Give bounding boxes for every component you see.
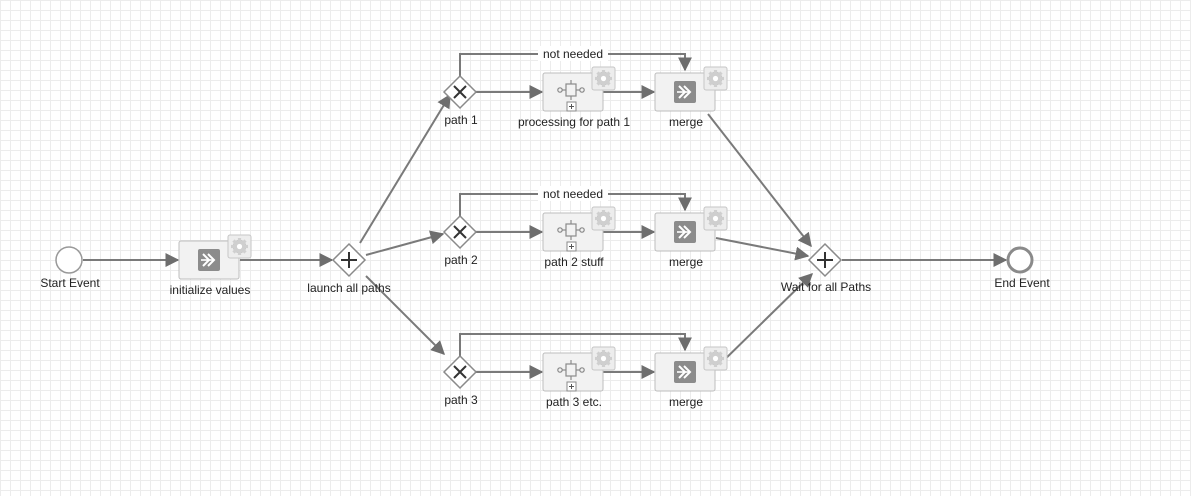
parallel-plus-icon xyxy=(341,252,357,268)
gateway-path-3[interactable]: path 3 xyxy=(442,354,478,407)
script-task-icon xyxy=(673,360,697,384)
gear-icon[interactable] xyxy=(706,349,725,368)
task-merge-2[interactable]: merge xyxy=(654,206,728,269)
parallel-plus-icon xyxy=(817,252,833,268)
flow-merge2-to-join[interactable] xyxy=(715,237,810,261)
subprocess-label: path 2 stuff xyxy=(544,255,604,269)
task-label: merge xyxy=(669,255,703,269)
end-event-circle-icon xyxy=(1006,246,1034,274)
gateway-label: Wait for all Paths xyxy=(781,280,871,294)
script-task-icon xyxy=(673,220,697,244)
gear-icon[interactable] xyxy=(594,209,613,228)
start-event-label: Start Event xyxy=(40,276,100,290)
task-merge-1[interactable]: merge xyxy=(654,66,728,129)
gateway-label: path 3 xyxy=(444,393,478,407)
script-task-icon xyxy=(197,248,221,272)
gateway-wait-for-all-paths[interactable]: Wait for all Paths xyxy=(781,242,871,294)
gear-icon[interactable] xyxy=(230,237,249,256)
gateway-path-2[interactable]: path 2 xyxy=(442,214,478,267)
start-event[interactable]: Start Event xyxy=(40,246,100,290)
task-merge-3[interactable]: merge xyxy=(654,346,728,409)
svg-text:not needed: not needed xyxy=(543,187,603,201)
exclusive-x-icon xyxy=(453,225,467,239)
gateway-label: launch all paths xyxy=(307,281,390,295)
gateway-launch-all-paths[interactable]: launch all paths xyxy=(307,242,391,295)
flow-merge3-to-join[interactable] xyxy=(715,273,814,369)
task-label: initialize values xyxy=(170,283,251,297)
script-task-icon xyxy=(673,80,697,104)
gear-icon[interactable] xyxy=(706,209,725,228)
bypass-label-path2: not needed xyxy=(538,186,608,201)
subprocess-label: path 3 etc. xyxy=(546,395,602,409)
flow-split-to-path2[interactable] xyxy=(365,230,445,256)
subprocess-path-3[interactable]: path 3 etc. xyxy=(542,346,616,409)
flow-split-to-path1[interactable] xyxy=(359,93,451,244)
flow-split-to-path3[interactable] xyxy=(365,275,445,355)
exclusive-x-icon xyxy=(453,365,467,379)
subprocess-path-1[interactable]: processing for path 1 xyxy=(518,66,630,129)
exclusive-x-icon xyxy=(453,85,467,99)
gateway-label: path 1 xyxy=(444,113,478,127)
sequence-flows xyxy=(83,53,1008,379)
start-event-circle-icon xyxy=(55,246,83,274)
gear-icon[interactable] xyxy=(594,349,613,368)
end-event[interactable]: End Event xyxy=(994,246,1050,290)
flow-path3-bypass[interactable] xyxy=(459,333,692,358)
task-label: merge xyxy=(669,115,703,129)
flow-merge1-to-join[interactable] xyxy=(707,113,812,248)
bypass-label-path1: not needed xyxy=(538,46,608,61)
subprocess-label: processing for path 1 xyxy=(518,115,630,129)
gear-icon[interactable] xyxy=(594,69,613,88)
gateway-label: path 2 xyxy=(444,253,478,267)
task-initialize-values[interactable]: initialize values xyxy=(170,234,252,297)
subprocess-path-2[interactable]: path 2 stuff xyxy=(542,206,616,269)
task-label: merge xyxy=(669,395,703,409)
svg-text:not needed: not needed xyxy=(543,47,603,61)
end-event-label: End Event xyxy=(994,276,1050,290)
gear-icon[interactable] xyxy=(706,69,725,88)
gateway-path-1[interactable]: path 1 xyxy=(442,74,478,127)
